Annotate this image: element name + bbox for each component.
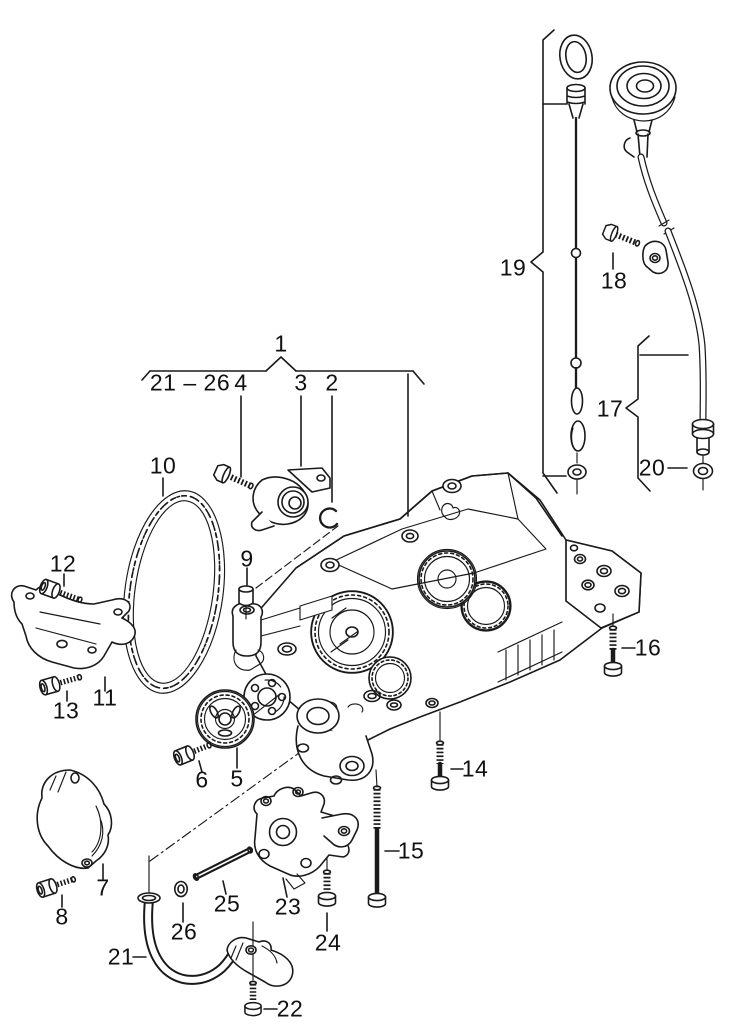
callout-7[interactable]: 7 [96,874,110,901]
balance-shaft-housing-art [231,472,642,788]
callout-8[interactable]: 8 [55,903,69,930]
chain-cover-art [34,769,113,900]
callout-5[interactable]: 5 [230,765,244,792]
callout-16[interactable]: 16 [634,634,662,661]
callout-22[interactable]: 22 [276,995,304,1022]
callout-12[interactable]: 12 [49,550,77,577]
balance-gear-right2 [460,580,512,632]
callout-14[interactable]: 14 [461,755,489,782]
balance-gear-main [310,590,394,674]
callout-4[interactable]: 4 [234,369,248,396]
callout-13[interactable]: 13 [52,697,80,724]
chain-tensioner-art [211,461,339,532]
oil-pump-art [174,786,359,898]
callout-6[interactable]: 6 [195,766,209,793]
bolts-art [244,625,623,1017]
dipstick-art [558,34,594,495]
callout-25[interactable]: 25 [213,890,241,917]
callout-21–26[interactable]: 21 – 26 [149,369,231,396]
callout-23[interactable]: 23 [274,893,302,920]
timing-chain-art [122,490,226,694]
callout-19[interactable]: 19 [499,254,527,281]
guide-tube-art [600,61,715,491]
callout-15[interactable]: 15 [397,837,425,864]
callout-leader-lines [61,29,689,1010]
callout-18[interactable]: 18 [600,267,628,294]
balance-gear-right [416,548,478,610]
sprocket-art [171,689,281,767]
pump-drive-gear [368,656,412,700]
callout-20[interactable]: 20 [638,454,666,481]
callout-21[interactable]: 21 [107,943,135,970]
callout-24[interactable]: 24 [314,929,342,956]
callout-17[interactable]: 17 [596,395,624,422]
callout-2[interactable]: 2 [325,369,339,396]
callout-11[interactable]: 11 [92,684,118,711]
mount-bracket-art [10,577,136,697]
callout-9[interactable]: 9 [240,545,254,572]
suction-pipe-art [137,892,294,987]
callout-3[interactable]: 3 [294,369,308,396]
callout-10[interactable]: 10 [149,452,177,479]
dowel-pin-art [238,585,254,620]
callout-26[interactable]: 26 [170,918,198,945]
callout-1[interactable]: 1 [274,330,288,357]
